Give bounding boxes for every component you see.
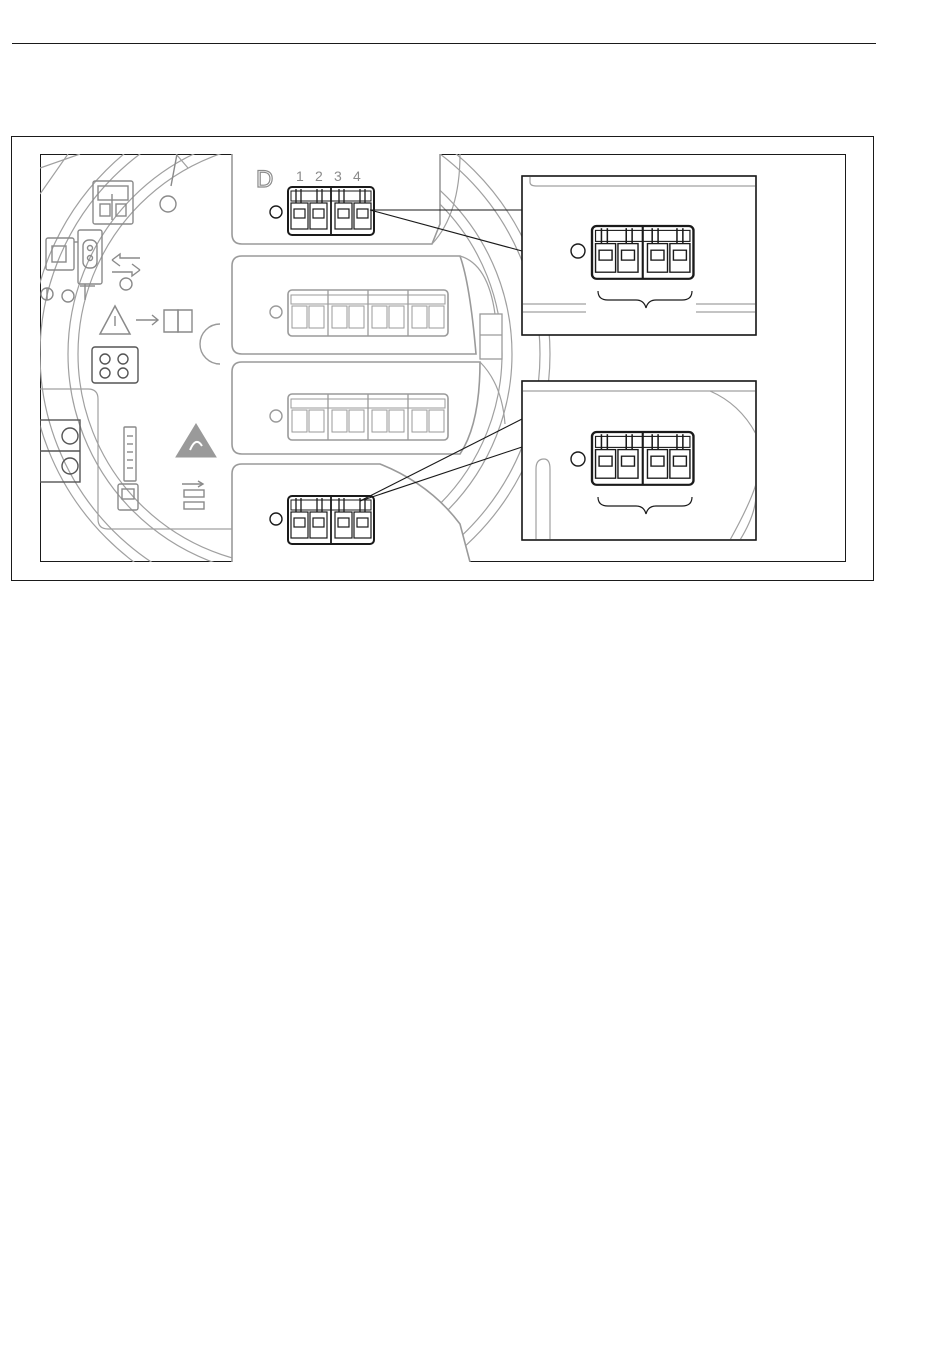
slot-indicator-3 bbox=[270, 410, 282, 422]
terminal-compartment-illustration: D 1 2 3 4 bbox=[40, 154, 846, 562]
terminal-block-slot-3 bbox=[288, 394, 448, 440]
slot-indicator-2 bbox=[270, 306, 282, 318]
inset-detail-bottom bbox=[522, 381, 756, 540]
terminal-block-slot-2 bbox=[288, 290, 448, 336]
slot-letter: D bbox=[256, 166, 273, 193]
housing-tab bbox=[480, 314, 502, 359]
terminal-number-3: 3 bbox=[334, 168, 342, 184]
inset-detail-top bbox=[522, 176, 756, 335]
terminal-block-slot-1 bbox=[288, 187, 374, 235]
terminal-block-slot-4 bbox=[288, 496, 374, 544]
terminal-number-2: 2 bbox=[315, 168, 323, 184]
slot-indicator-4 bbox=[270, 513, 282, 525]
slot-indicator-1 bbox=[270, 206, 282, 218]
terminal-number-1: 1 bbox=[296, 168, 304, 184]
header-rule bbox=[12, 43, 876, 44]
terminal-number-4: 4 bbox=[353, 168, 361, 184]
